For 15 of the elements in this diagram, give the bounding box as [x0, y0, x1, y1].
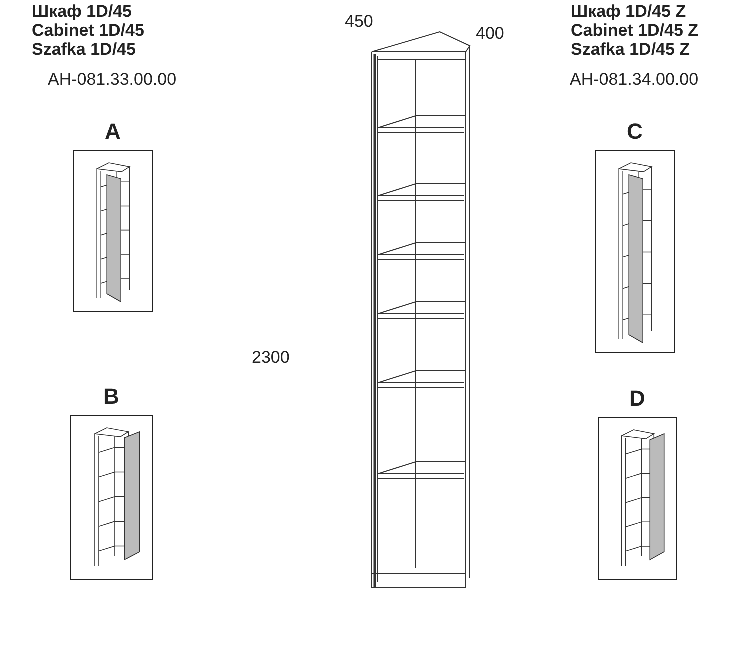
- view-letter: D: [628, 387, 646, 411]
- heading-text: Cabinet 1D/45: [32, 21, 144, 41]
- view-letter: A: [104, 120, 122, 144]
- view-letter: B: [102, 385, 120, 409]
- heading-text: Szafka 1D/45 Z: [571, 40, 690, 60]
- article-code: AH-081.34.00.00: [570, 70, 699, 90]
- dimension-label: 2300: [252, 348, 290, 368]
- dimension-label: 400: [476, 24, 504, 44]
- dimension-label: 450: [345, 12, 374, 32]
- heading-text: Szafka 1D/45: [32, 40, 136, 60]
- view-letter: C: [626, 120, 644, 144]
- article-code: AH-081.33.00.00: [48, 70, 177, 90]
- heading-text: Cabinet 1D/45 Z: [571, 21, 699, 41]
- heading-text: Шкаф 1D/45: [32, 2, 132, 22]
- heading-text: Шкаф 1D/45 Z: [571, 2, 686, 22]
